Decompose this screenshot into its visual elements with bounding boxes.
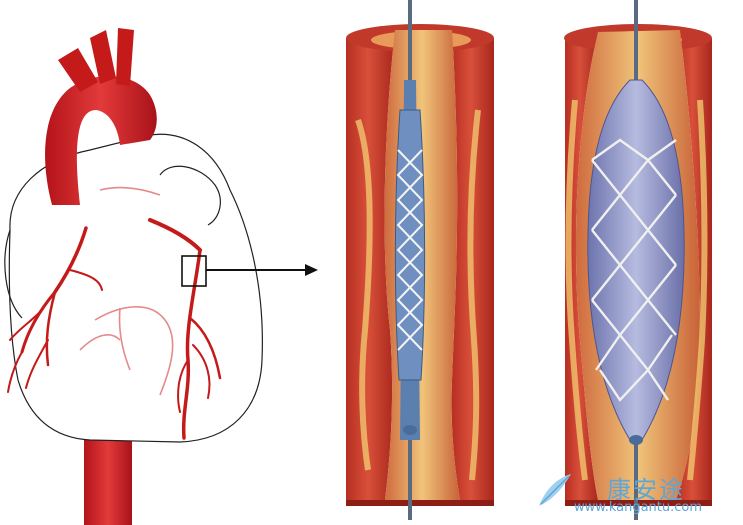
catheter-marker-2 (629, 435, 643, 445)
plaque-right (467, 109, 481, 481)
artery-cut-bottom (346, 500, 494, 506)
plaque-left-2 (565, 99, 588, 481)
cardiac-veins (79, 186, 174, 396)
collapsed-balloon (394, 109, 426, 381)
plaque-right-2 (687, 99, 708, 481)
artery-panel-expanded (564, 0, 712, 520)
subclavian-branch (116, 28, 134, 86)
brachiocephalic-branch (58, 48, 98, 92)
coronary-arteries (7, 218, 222, 440)
plaque-left (355, 119, 373, 471)
aortic-arch (45, 75, 157, 205)
zoom-arrow-head (305, 264, 318, 276)
descending-aorta (84, 425, 132, 525)
catheter-marker (403, 425, 417, 435)
left-atrium-outline (159, 165, 221, 226)
expanded-stent-mesh (591, 138, 677, 402)
heart-drawing (4, 28, 318, 525)
carotid-branch (90, 30, 116, 84)
watermark-site-name: 康安途 (607, 476, 685, 504)
feather-logo-icon (535, 470, 575, 514)
artery-cut-bottom-2 (565, 500, 712, 506)
collapsed-stent-mesh (396, 149, 424, 351)
right-atrium-outline (4, 229, 23, 319)
artery-panel-collapsed (346, 0, 494, 520)
watermark-url: www.kangantu.com (574, 500, 703, 515)
